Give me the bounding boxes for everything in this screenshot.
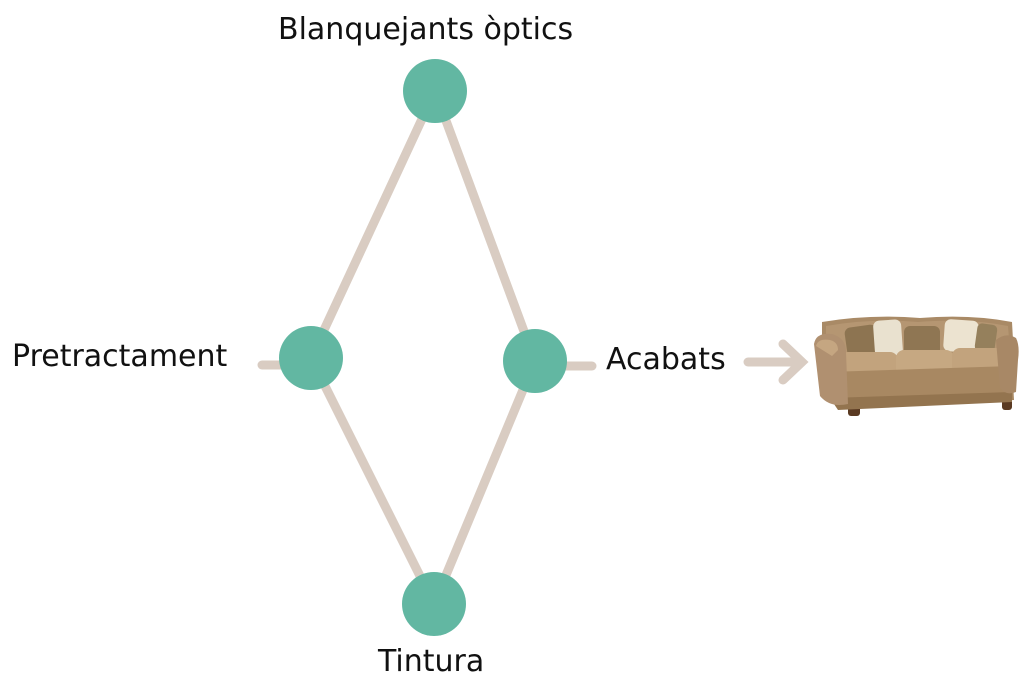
arrow-head-icon [778,339,809,385]
node-tintura [402,572,466,636]
label-tintura: Tintura [378,644,485,679]
node-pretractament [279,326,343,390]
edge-top-right [430,86,540,366]
label-blanquejants-optics: Blanquejants òptics [278,12,574,47]
sofa-icon [814,316,1019,416]
edge-left-top [306,86,440,363]
node-acabats [503,329,567,393]
edge-bottom-right [429,356,540,609]
label-pretractament: Pretractament [12,339,228,374]
edge-left-bottom [306,353,439,609]
node-blanquejants [403,59,467,123]
label-acabats: Acabats [606,342,726,377]
